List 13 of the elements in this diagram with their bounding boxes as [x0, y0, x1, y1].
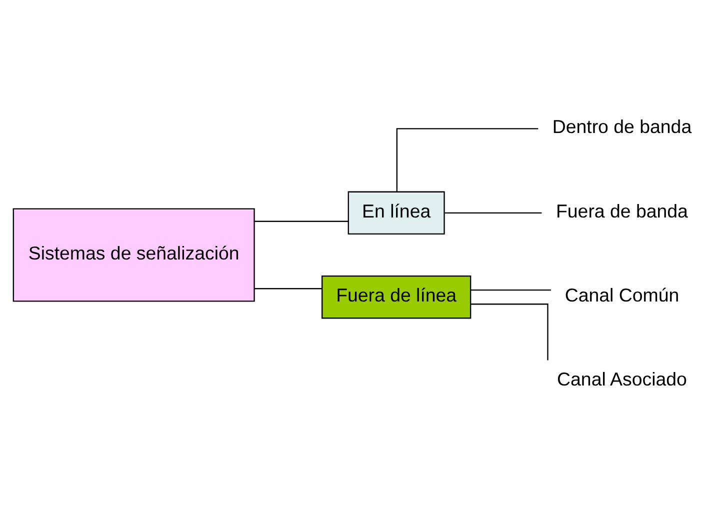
connector	[396, 128, 538, 192]
connector	[444, 212, 542, 214]
node-text: Dentro de banda	[552, 116, 692, 138]
connector	[254, 220, 348, 222]
connector	[254, 288, 322, 290]
connector	[470, 290, 551, 291]
node-text: Canal Asociado	[557, 368, 687, 390]
node-box: Fuera de línea	[322, 275, 472, 319]
node-box: En línea	[348, 191, 445, 235]
node-text: Canal Común	[564, 284, 680, 306]
node-box: Sistemas de señalización	[12, 208, 255, 302]
connector	[470, 304, 548, 360]
node-text: Fuera de banda	[556, 200, 688, 222]
